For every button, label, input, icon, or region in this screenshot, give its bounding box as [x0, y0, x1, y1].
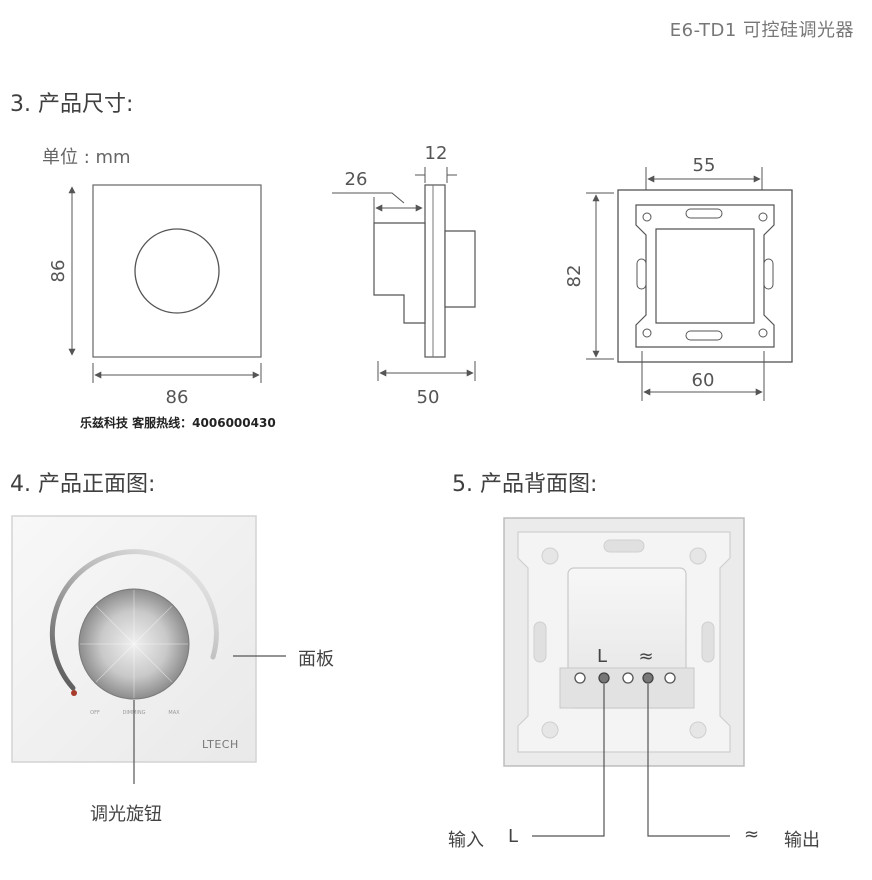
dimming-knob[interactable] — [78, 588, 190, 700]
input-letter: L — [508, 826, 519, 847]
front-knob-outline — [134, 228, 220, 314]
brand-logo: LTECH — [202, 738, 239, 751]
front-view-illustration: OFF DIMMING MAX LTECH — [11, 515, 286, 784]
side-total-label: 50 — [417, 387, 440, 408]
unit-label: 单位 : mm — [42, 147, 131, 168]
panel-callout-label: 面板 — [298, 649, 334, 670]
side-knob-profile — [444, 230, 476, 308]
off-indicator-dot — [71, 690, 77, 696]
back-dimension-drawing: 55 82 60 — [564, 155, 793, 401]
terminal-l-mark: L — [597, 646, 607, 667]
terminal-output-mark: ≈ — [638, 646, 653, 667]
side-depth-label: 26 — [345, 169, 368, 190]
hotline-text: 乐兹科技 客服热线：4006000430 — [80, 416, 276, 430]
terminal-screws — [574, 672, 676, 684]
side-dimension-drawing: 12 26 50 — [332, 143, 476, 408]
front-width-label: 86 — [166, 387, 189, 408]
knob-callout-label: 调光旋钮 — [90, 804, 162, 825]
side-thickness-label: 12 — [425, 143, 448, 164]
output-label: 输出 — [784, 830, 820, 851]
input-label: 输入 — [448, 830, 484, 851]
side-back-box — [373, 222, 426, 324]
back-view-illustration: L ≈ — [503, 517, 745, 837]
back-bottom-label: 60 — [692, 370, 715, 391]
section-3-title: 3. 产品尺寸: — [10, 92, 134, 117]
side-panel-plate — [424, 184, 446, 358]
document-header: E6-TD1 可控硅调光器 — [669, 20, 854, 41]
dimming-arc — [49, 549, 219, 691]
back-top-label: 55 — [693, 155, 716, 176]
front-height-label: 86 — [48, 260, 69, 283]
scale-max-label: MAX — [168, 710, 180, 716]
front-dimension-drawing: 86 86 — [48, 184, 262, 408]
output-symbol: ≈ — [744, 824, 760, 845]
scale-off-label: OFF — [90, 710, 100, 716]
section-5-title: 5. 产品背面图: — [452, 472, 598, 497]
back-height-label: 82 — [564, 265, 585, 288]
section-4-title: 4. 产品正面图: — [10, 472, 156, 497]
